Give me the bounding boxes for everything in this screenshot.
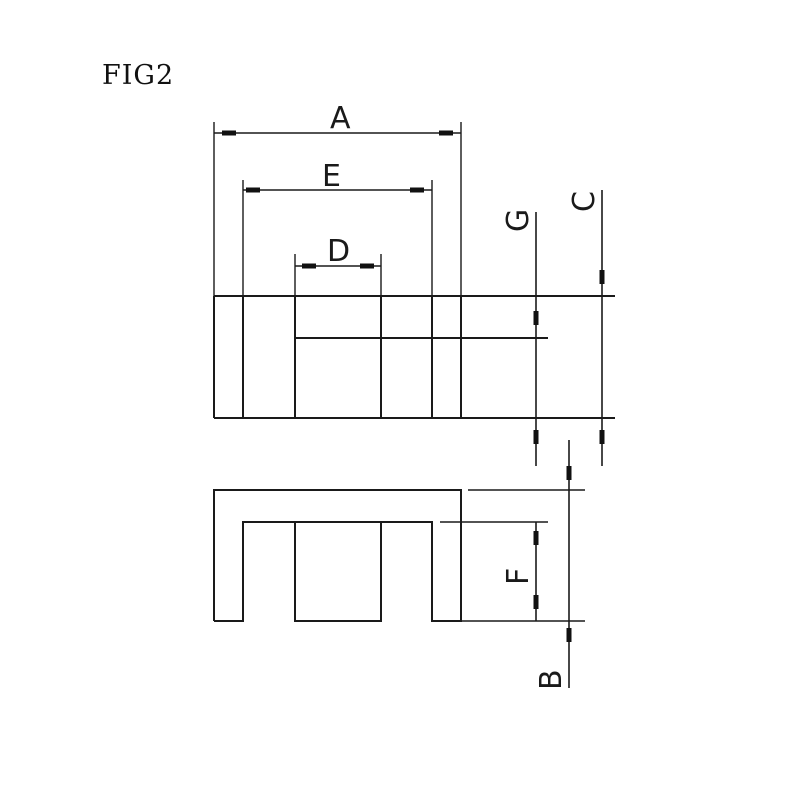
dimension-d: D (294, 234, 382, 296)
dimension-d-label: D (327, 234, 350, 269)
dimension-g-label: G (501, 209, 536, 232)
top-view (213, 295, 615, 419)
dimension-b: B (534, 440, 572, 690)
dimension-c-label: C (567, 191, 602, 212)
dimension-a: A (213, 101, 462, 296)
dimension-a-label: A (330, 101, 351, 136)
dimension-b-label: B (534, 669, 569, 690)
dimension-e: E (242, 159, 433, 296)
dimension-f: F (501, 522, 539, 621)
side-view-outline (213, 489, 462, 622)
dimension-g: G (501, 209, 539, 466)
side-view-center-leg (294, 522, 382, 622)
dimension-c: C (567, 190, 605, 466)
dimension-e-label: E (322, 159, 341, 194)
figure-title: FIG2 (102, 60, 175, 91)
dimension-f-label: F (501, 568, 536, 585)
side-view (213, 489, 585, 622)
